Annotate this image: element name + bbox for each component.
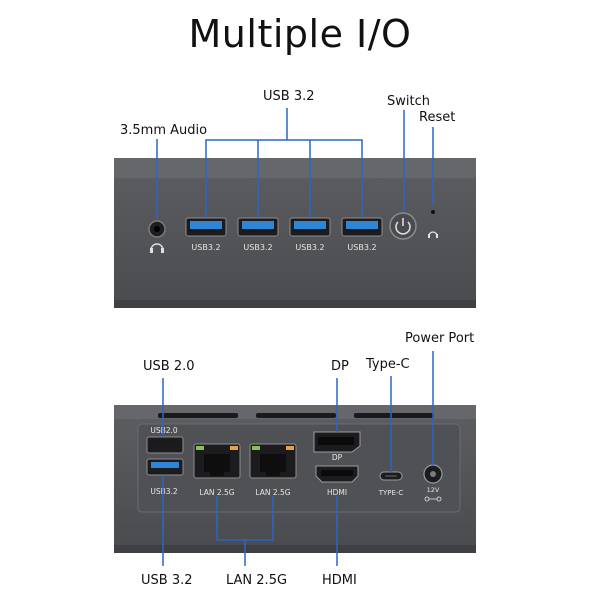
lan-port-2: LAN 2.5G — [249, 443, 297, 497]
callout-switch: Switch — [387, 94, 430, 109]
svg-text:USB2.0: USB2.0 — [150, 426, 178, 435]
back-usb20-port: USB2.0 — [146, 426, 184, 454]
callout-usb20: USB 2.0 — [143, 359, 195, 374]
svg-text:LAN 2.5G: LAN 2.5G — [255, 488, 290, 497]
audio-jack — [148, 220, 166, 253]
callout-lan: LAN 2.5G — [226, 573, 288, 588]
back-callout-lines — [162, 351, 434, 566]
callout-dp: DP — [331, 359, 349, 374]
front-usb-port-3: USB3.2 — [289, 217, 331, 252]
svg-text:12V: 12V — [427, 486, 440, 494]
dp-port: DP — [313, 431, 361, 462]
lan-port-1: LAN 2.5G — [193, 443, 241, 497]
svg-text:LAN 2.5G: LAN 2.5G — [199, 488, 234, 497]
reset-button-icon — [428, 210, 438, 238]
svg-text:DP: DP — [332, 453, 343, 462]
back-usb32-port: USB3.2 — [146, 458, 184, 496]
usb-port-label: USB3.2 — [347, 243, 376, 252]
callout-power-port: Power Port — [405, 331, 475, 346]
svg-text:HDMI: HDMI — [327, 488, 347, 497]
usb-port-label: USB3.2 — [191, 243, 220, 252]
callout-typec: Type-C — [366, 357, 410, 372]
front-usb-port-1: USB3.2 — [185, 217, 227, 252]
callout-back-usb32: USB 3.2 — [141, 573, 193, 588]
page-title: Multiple I/O — [188, 12, 412, 56]
callout-audio: 3.5mm Audio — [120, 123, 208, 138]
hdmi-port: HDMI — [315, 465, 359, 497]
callout-hdmi: HDMI — [322, 573, 357, 588]
power-switch-icon — [389, 212, 417, 240]
usb-port-label: USB3.2 — [295, 243, 324, 252]
front-usb-port-4: USB3.2 — [341, 217, 383, 252]
callout-front-usb32: USB 3.2 — [263, 89, 315, 104]
callout-reset: Reset — [419, 110, 456, 125]
svg-text:USB3.2: USB3.2 — [150, 487, 178, 496]
front-usb-port-2: USB3.2 — [237, 217, 279, 252]
front-callout-lines — [156, 108, 434, 218]
usb-port-label: USB3.2 — [243, 243, 272, 252]
svg-text:TYPE-C: TYPE-C — [378, 489, 404, 497]
